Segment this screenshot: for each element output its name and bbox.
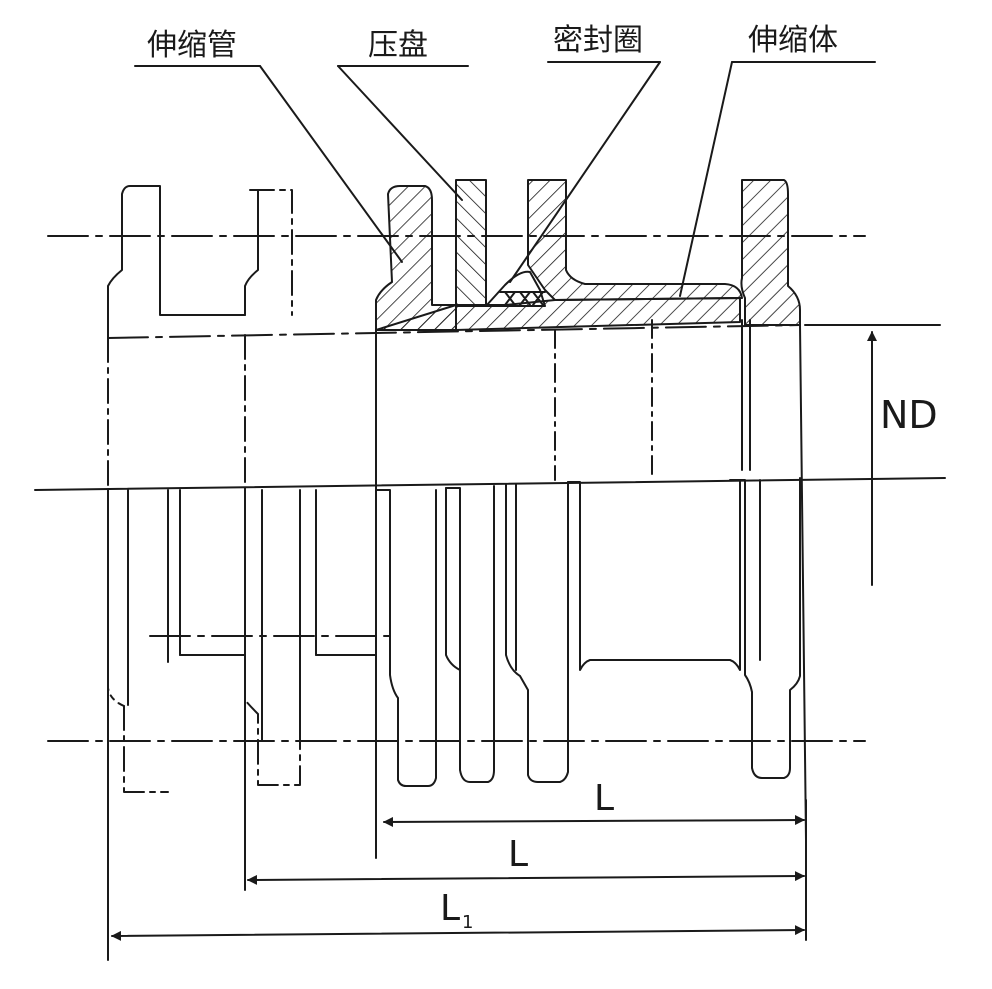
dimension-L-2	[247, 871, 805, 885]
label-length-2: L	[508, 834, 528, 875]
seal-ring	[485, 270, 546, 307]
dimension-L1	[111, 925, 805, 941]
label-expansion-body: 伸缩体	[748, 23, 838, 58]
left-flange-mid	[244, 189, 259, 316]
label-total-length: L	[440, 888, 460, 929]
leader-lines	[134, 61, 876, 297]
label-nd: ND	[880, 393, 938, 437]
label-length-1: L	[594, 778, 614, 819]
right-flange	[740, 179, 801, 326]
pipe-axis-line	[34, 477, 946, 491]
lower-flange-4	[729, 477, 801, 779]
lower-flange-2-step	[445, 487, 461, 671]
expansion-body-flange	[527, 179, 743, 301]
dimension-L-1	[383, 815, 805, 827]
lower-flange-3	[505, 481, 569, 783]
label-total-length-subscript: 1	[462, 912, 473, 933]
label-gland: 压盘	[368, 28, 428, 63]
lower-body-bottom	[567, 479, 741, 671]
left-flange-top	[107, 185, 246, 339]
label-seal-ring: 密封圈	[553, 23, 643, 58]
body-line-4	[799, 324, 807, 841]
main-flange	[375, 185, 457, 331]
label-expansion-pipe: 伸缩管	[147, 28, 237, 63]
lower-flange-2	[445, 485, 495, 783]
left-phantom-flange	[107, 189, 301, 793]
lower-flange-1	[375, 489, 437, 787]
